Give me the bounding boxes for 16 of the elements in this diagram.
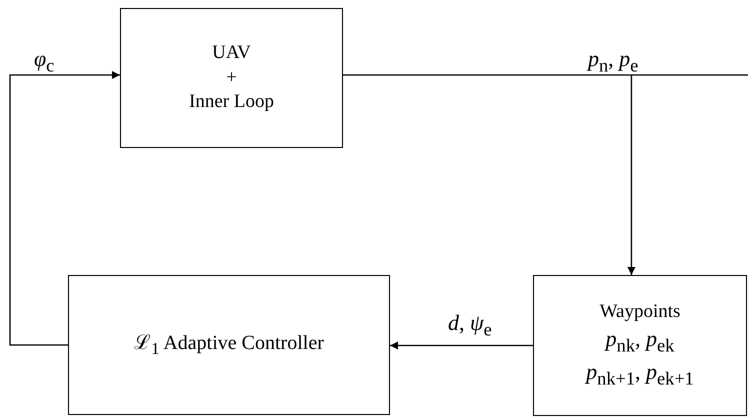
block-box: [533, 275, 747, 416]
block-box: [120, 8, 343, 148]
arrow: [390, 342, 533, 350]
arrow: [343, 74, 636, 275]
block-text: Waypoints: [600, 300, 680, 324]
edge-label: p$_{n}$, p$_{e}$: [588, 46, 638, 76]
block-text: +: [226, 66, 237, 90]
arrow: [9, 71, 120, 346]
edge-label: d, ψ$_{e}$: [448, 310, 492, 340]
edge-label: φ$_{c}$: [34, 46, 54, 76]
block-box: [68, 275, 390, 415]
block-text: Inner Loop: [189, 90, 274, 114]
block-text: p$_{nk+1}$, p$_{ek+1}$: [586, 358, 694, 390]
block-text: UAV: [212, 40, 251, 65]
block-text: ℒ$_{1}$ Adaptive Controller: [134, 331, 324, 360]
block-text: p$_{nk}$, p$_{ek}$: [606, 324, 674, 358]
